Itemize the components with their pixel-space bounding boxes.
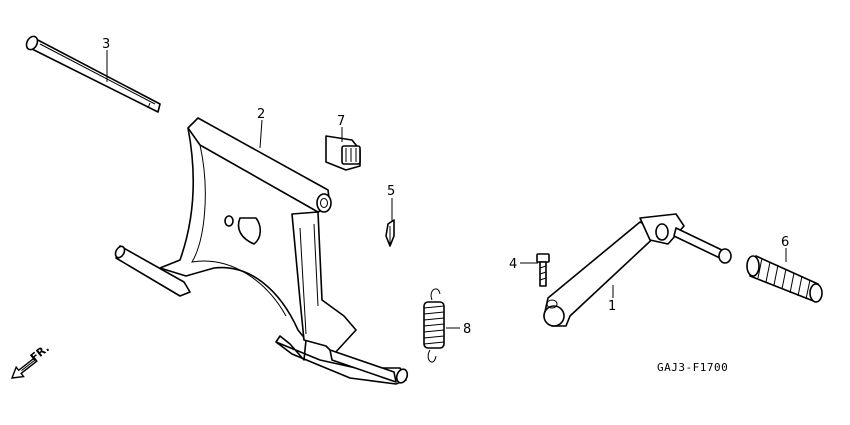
callout-8: 8	[463, 322, 471, 337]
callout-5: 5	[387, 184, 395, 199]
part-8-spring	[423, 288, 445, 363]
callout-4: 4	[509, 257, 517, 272]
callout-2: 2	[257, 107, 265, 122]
part-6-grip	[746, 255, 823, 303]
part-1-side-stand	[543, 213, 732, 327]
part-2-stand	[114, 117, 409, 385]
part-7-stopper	[325, 135, 361, 171]
callout-7: 7	[337, 114, 345, 129]
part-4-bolt	[536, 253, 550, 287]
leader-lines	[106, 50, 787, 329]
leader-2	[259, 119, 263, 149]
callout-1: 1	[608, 299, 616, 314]
part-5-cotter-pin	[385, 219, 395, 247]
part-3-shaft	[25, 35, 161, 113]
callout-3: 3	[102, 37, 110, 52]
front-direction-arrow-icon	[10, 356, 38, 379]
figure-code: GAJ3-F1700	[657, 361, 728, 374]
callout-6: 6	[781, 235, 789, 250]
